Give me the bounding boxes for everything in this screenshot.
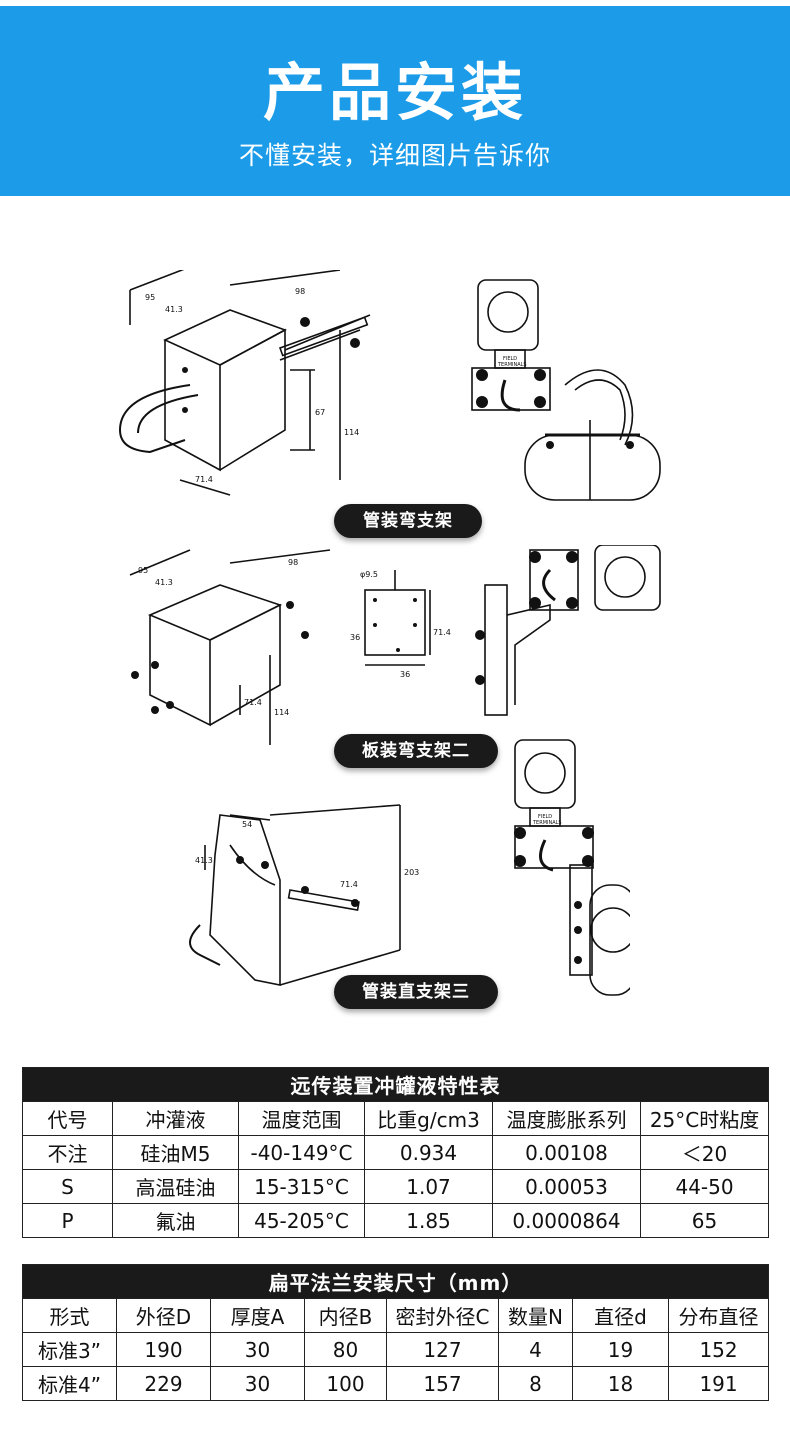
dim2-95: 95 [138, 566, 148, 575]
table-row: 标准4” 229 30 100 157 8 18 191 [22, 1366, 770, 1401]
col-header: 温度范围 [238, 1101, 365, 1136]
table-cell: -40-149°C [238, 1135, 365, 1170]
table-cell: 0.00108 [492, 1135, 641, 1170]
flange-dimension-table: 扁平法兰安装尺寸（mm） 形式 外径D 厚度A 内径B 密封外径C 数量N 直径… [21, 1264, 770, 1401]
table-cell: 229 [116, 1366, 211, 1401]
dim2-114: 114 [274, 708, 289, 717]
table-cell: 80 [304, 1332, 387, 1367]
dim-98: 98 [295, 287, 305, 296]
table-cell: 硅油M5 [112, 1135, 239, 1170]
table-cell: 氟油 [112, 1203, 239, 1238]
table-cell: S [22, 1169, 113, 1204]
table-cell: 15-315°C [238, 1169, 365, 1204]
col-header: 比重g/cm3 [364, 1101, 493, 1136]
table-cell: 1.85 [364, 1203, 493, 1238]
label-pipe-bent-bracket: 管装弯支架 [334, 504, 482, 538]
dim-95: 95 [145, 293, 155, 302]
col-header: 内径B [304, 1298, 387, 1333]
table-cell: 0.0000864 [492, 1203, 641, 1238]
label-panel-bent-bracket: 板装弯支架二 [334, 734, 498, 768]
col-header: 25°C时粘度 [639, 1101, 770, 1136]
table-cell: P [22, 1203, 113, 1238]
table-cell: 65 [639, 1203, 770, 1238]
table-cell: 45-205°C [238, 1203, 365, 1238]
col-header: 密封外径C [386, 1298, 499, 1333]
table-cell: 100 [304, 1366, 387, 1401]
dim-41-3: 41.3 [165, 305, 183, 314]
dim2-41-3: 41.3 [155, 578, 173, 587]
table-cell: 190 [116, 1332, 211, 1367]
table-cell: ＜20 [639, 1135, 770, 1170]
terminals-mark-3: TERMINALS [532, 820, 562, 826]
table-cell: 不注 [22, 1135, 113, 1170]
table-cell: 高温硅油 [112, 1169, 239, 1204]
col-header: 数量N [498, 1298, 573, 1333]
table-cell: 18 [572, 1366, 669, 1401]
col-header: 分布直径 [667, 1298, 770, 1333]
col-header: 形式 [22, 1298, 117, 1333]
table-cell: 127 [386, 1332, 499, 1367]
table-cell: 4 [498, 1332, 573, 1367]
col-header: 冲灌液 [112, 1101, 239, 1136]
field-mark: FIELD [503, 356, 517, 362]
header-banner: 产品安装 不懂安装，详细图片告诉你 [0, 6, 790, 196]
table-cell: 1.07 [364, 1169, 493, 1204]
col-header: 代号 [22, 1101, 113, 1136]
dim-114: 114 [344, 428, 359, 437]
table-row: S 高温硅油 15-315°C 1.07 0.00053 44-50 [22, 1169, 770, 1204]
table-cell: 44-50 [639, 1169, 770, 1204]
bracket-drawing-2: 95 41.3 98 71.4 114 φ9.5 36 71.4 36 [129, 545, 661, 745]
bracket-drawing-1: 95 41.3 98 67 114 71.4 FIELD TERMINALS [118, 270, 661, 501]
dim2-71-4b: 71.4 [433, 628, 451, 637]
table-row: P 氟油 45-205°C 1.85 0.0000864 65 [22, 1203, 770, 1238]
table-cell: 标准4” [22, 1366, 117, 1401]
table-cell: 30 [210, 1332, 305, 1367]
table-cell: 19 [572, 1332, 669, 1367]
dim2-36a: 36 [350, 633, 360, 642]
col-header: 直径d [572, 1298, 669, 1333]
dim2-phi: φ9.5 [360, 570, 378, 579]
table-cell: 标准3” [22, 1332, 117, 1367]
page-title: 产品安装 [262, 56, 527, 129]
table-cell: 191 [667, 1366, 770, 1401]
table-cell: 30 [210, 1366, 305, 1401]
dim3-41-3: 41.3 [195, 856, 213, 865]
table-cell: 157 [386, 1366, 499, 1401]
flange-table-title: 扁平法兰安装尺寸（mm） [21, 1264, 770, 1299]
table-cell: 0.934 [364, 1135, 493, 1170]
dim3-54: 54 [242, 820, 252, 829]
table-cell: 152 [667, 1332, 770, 1367]
bracket-drawing-3: 54 41.3 203 71.4 FIELD TERMINALS [189, 739, 630, 996]
table-cell: 8 [498, 1366, 573, 1401]
dim3-203: 203 [404, 868, 419, 877]
dim-71-4: 71.4 [195, 475, 213, 484]
field-mark-3: FIELD [538, 814, 552, 820]
table-header-row: 代号 冲灌液 温度范围 比重g/cm3 温度膨胀系列 25°C时粘度 [22, 1101, 770, 1136]
fill-fluid-table-title: 远传装置冲罐液特性表 [21, 1067, 770, 1102]
label-pipe-straight-bracket: 管装直支架三 [334, 975, 498, 1009]
dim2-36b: 36 [400, 670, 410, 679]
table-header-row: 形式 外径D 厚度A 内径B 密封外径C 数量N 直径d 分布直径 [22, 1298, 770, 1333]
dim-67: 67 [315, 408, 325, 417]
terminals-mark: TERMINALS [497, 362, 527, 368]
dim2-98: 98 [288, 558, 298, 567]
col-header: 外径D [116, 1298, 211, 1333]
col-header: 厚度A [210, 1298, 305, 1333]
dim2-71-4: 71.4 [244, 698, 262, 707]
fill-fluid-table: 远传装置冲罐液特性表 代号 冲灌液 温度范围 比重g/cm3 温度膨胀系列 25… [21, 1067, 770, 1238]
table-cell: 0.00053 [492, 1169, 641, 1204]
col-header: 温度膨胀系列 [492, 1101, 641, 1136]
table-row: 不注 硅油M5 -40-149°C 0.934 0.00108 ＜20 [22, 1135, 770, 1170]
dim3-71-4: 71.4 [340, 880, 358, 889]
table-row: 标准3” 190 30 80 127 4 19 152 [22, 1332, 770, 1367]
page-subtitle: 不懂安装，详细图片告诉你 [238, 141, 551, 170]
